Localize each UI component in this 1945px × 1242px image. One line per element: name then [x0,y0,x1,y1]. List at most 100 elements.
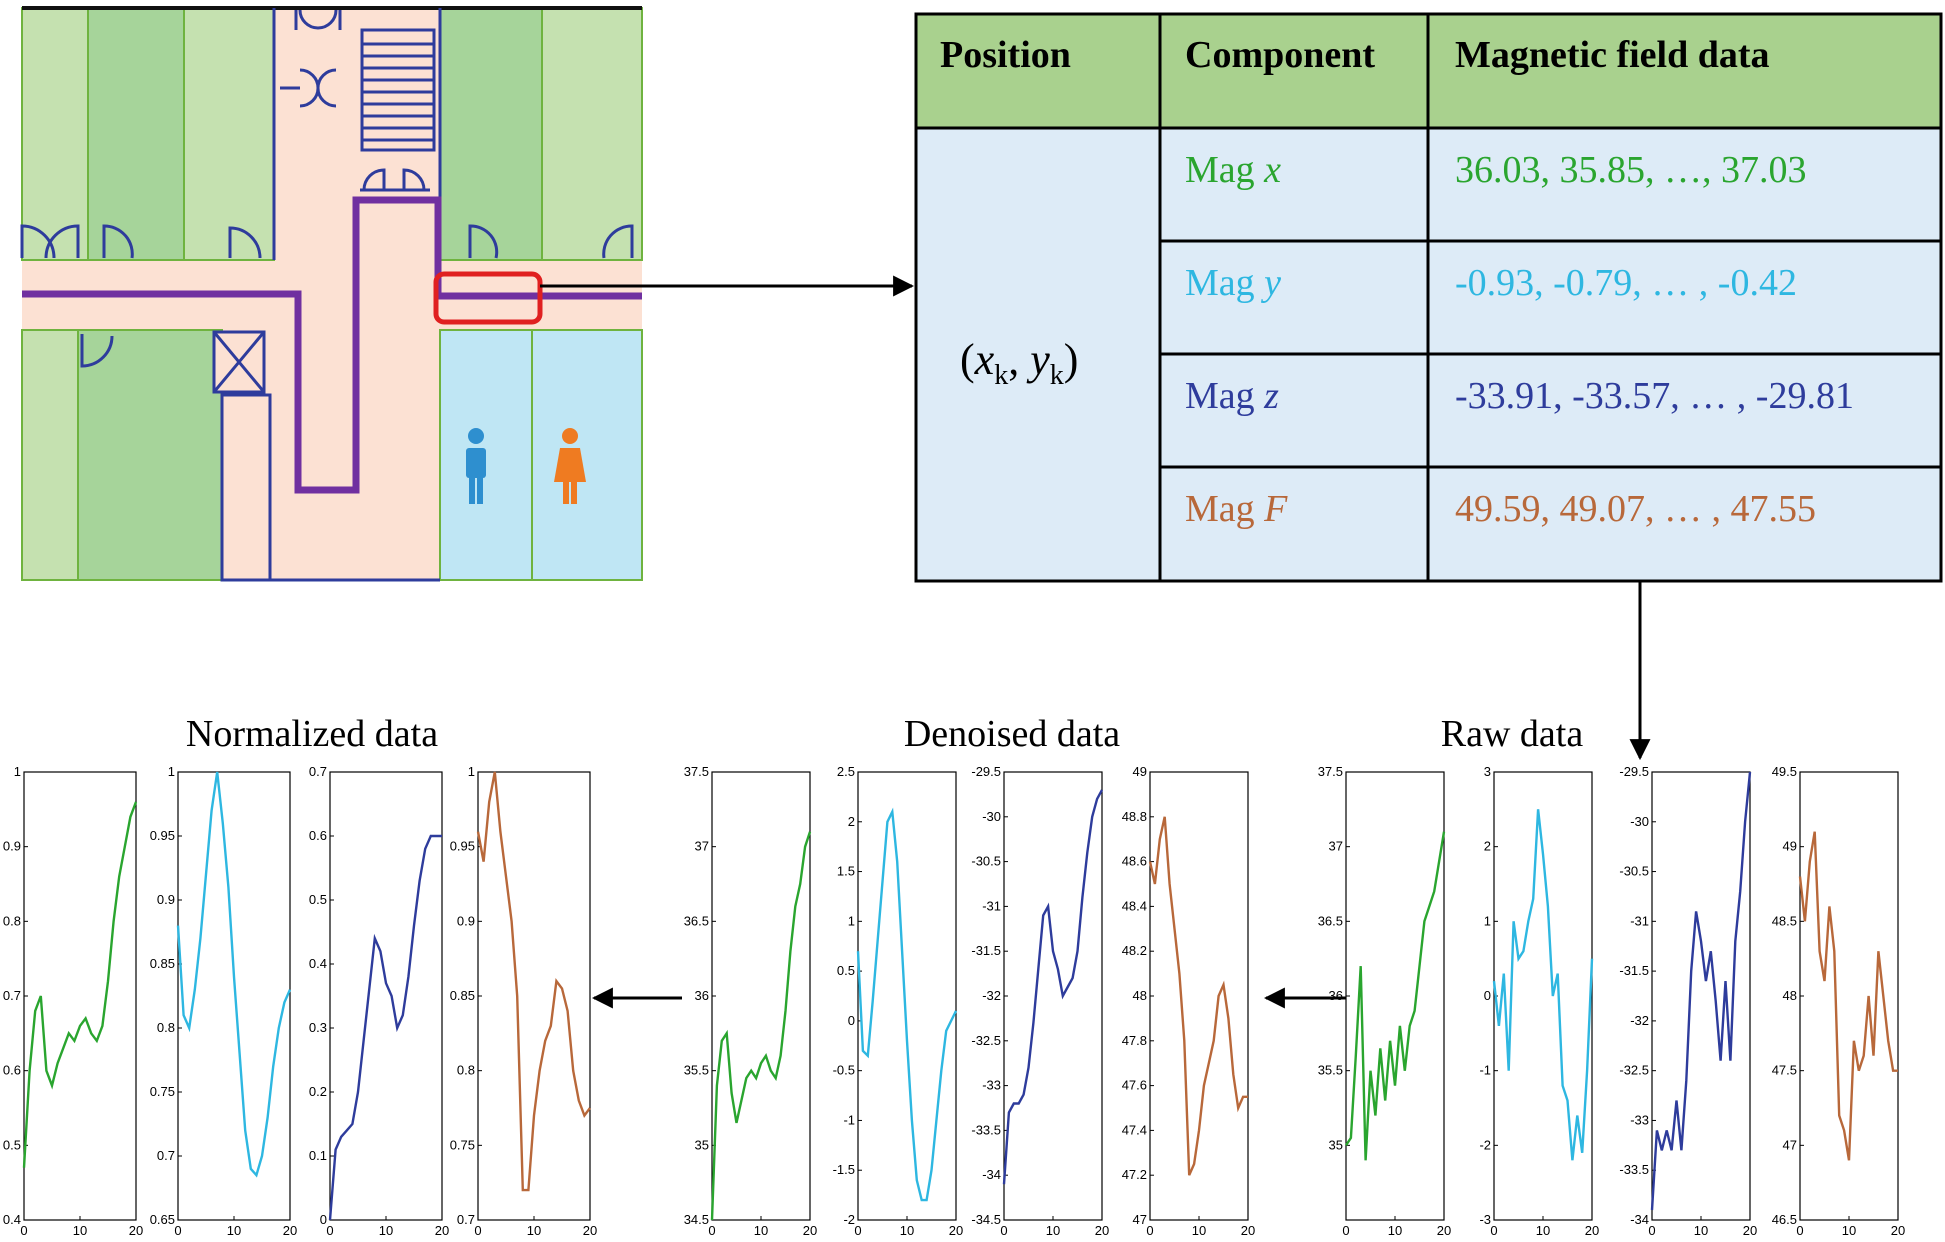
x-tick-label: 0 [1796,1223,1803,1238]
y-tick-label: 35 [1329,1137,1343,1152]
y-tick-label: 37 [695,839,709,854]
y-tick-label: 0 [848,1013,855,1028]
component-mag-x: Mag x [1185,149,1281,191]
plot-frame [1149,771,1249,1221]
elevator-icon [212,330,266,394]
data-mag-f: 49.59, 49.07, … , 47.55 [1455,488,1816,530]
y-tick-label: 47 [1783,1137,1797,1152]
y-tick-label: 0.5 [309,892,327,907]
y-tick-label: -32 [982,988,1001,1003]
y-tick-label: 2 [848,814,855,829]
y-tick-label: 0 [320,1212,327,1227]
y-tick-label: 0.6 [309,828,327,843]
plot-frame [857,771,957,1221]
y-tick-label: 1 [468,764,475,779]
y-tick-label: -30 [1630,814,1649,829]
group-title-denoised: Denoised data [904,713,1120,755]
y-tick-label: 2 [1484,839,1491,854]
x-tick-label: 0 [474,1223,481,1238]
y-tick-label: 1 [14,764,21,779]
x-tick-label: 20 [1095,1223,1109,1238]
x-tick-label: 20 [1437,1223,1451,1238]
y-tick-label: 37.5 [684,764,709,779]
y-tick-label: 0.8 [457,1063,475,1078]
plot-frame [1003,771,1103,1221]
x-tick-label: 0 [1342,1223,1349,1238]
plot-frame [23,771,137,1221]
x-tick-label: 10 [1694,1223,1708,1238]
x-tick-label: 0 [708,1223,715,1238]
x-tick-label: 20 [1585,1223,1599,1238]
floor-plan-map [20,6,643,582]
y-tick-label: 49.5 [1772,764,1797,779]
y-tick-label: 48 [1133,988,1147,1003]
y-tick-label: 47 [1133,1212,1147,1227]
room [87,7,185,261]
y-tick-label: 0.75 [150,1084,175,1099]
x-tick-label: 10 [227,1223,241,1238]
y-tick-label: -2 [843,1212,855,1227]
y-tick-label: 0.75 [450,1137,475,1152]
y-tick-label: 0.7 [457,1212,475,1227]
position-value: (xk, yk) [960,335,1078,391]
x-tick-label: 20 [1241,1223,1255,1238]
y-tick-label: 1.5 [837,864,855,879]
room [21,329,79,581]
chart-panel-z: -34.5-34-33.5-33-32.5-32-31.5-31-30.5-30… [971,764,1109,1238]
y-tick-label: 48 [1783,988,1797,1003]
x-tick-label: 0 [1490,1223,1497,1238]
y-tick-label: -29.5 [1619,764,1649,779]
y-tick-label: 3 [1484,764,1491,779]
y-tick-label: 48.2 [1122,943,1147,958]
x-tick-label: 10 [1536,1223,1550,1238]
x-tick-label: 10 [1046,1223,1060,1238]
y-tick-label: -34 [982,1167,1001,1182]
y-tick-label: -30 [982,809,1001,824]
y-tick-label: 37 [1329,839,1343,854]
y-tick-label: -29.5 [971,764,1001,779]
y-tick-label: 36.5 [684,913,709,928]
series-line-z [328,834,442,1221]
y-tick-label: -31.5 [971,943,1001,958]
y-tick-label: 0.95 [150,828,175,843]
data-mag-x: 36.03, 35.85, …, 37.03 [1455,149,1807,191]
y-tick-label: -30.5 [971,854,1001,869]
series-line-y [1492,809,1594,1161]
component-mag-f: Mag F [1185,488,1288,530]
door-icon [20,224,634,368]
y-tick-label: 1 [1484,913,1491,928]
plot-frame [1493,771,1593,1221]
y-tick-label: -34 [1630,1212,1649,1227]
x-tick-label: 20 [949,1223,963,1238]
x-tick-label: 20 [435,1223,449,1238]
series-line-z [1650,771,1752,1211]
plot-frame [1651,771,1751,1221]
y-tick-label: -33.5 [1619,1162,1649,1177]
x-tick-label: 10 [754,1223,768,1238]
y-tick-label: 0.85 [150,956,175,971]
x-tick-label: 10 [73,1223,87,1238]
restroom-female [531,329,643,581]
plot-frame [711,771,811,1221]
x-tick-label: 20 [1743,1223,1757,1238]
y-tick-label: 0.2 [309,1084,327,1099]
component-mag-z: Mag z [1185,375,1279,417]
y-tick-label: 47.5 [1772,1063,1797,1078]
component-mag-y: Mag y [1185,262,1281,304]
y-tick-label: -31 [982,898,1001,913]
y-tick-label: 1 [848,913,855,928]
y-tick-label: -34.5 [971,1212,1001,1227]
room [183,7,275,261]
y-tick-label: 0.85 [450,988,475,1003]
y-tick-label: -32.5 [971,1033,1001,1048]
x-tick-label: 20 [803,1223,817,1238]
header-magnetic-data: Magnetic field data [1455,34,1770,76]
series-line-F [476,771,591,1192]
y-tick-label: -1 [1479,1063,1491,1078]
x-tick-label: 10 [379,1223,393,1238]
